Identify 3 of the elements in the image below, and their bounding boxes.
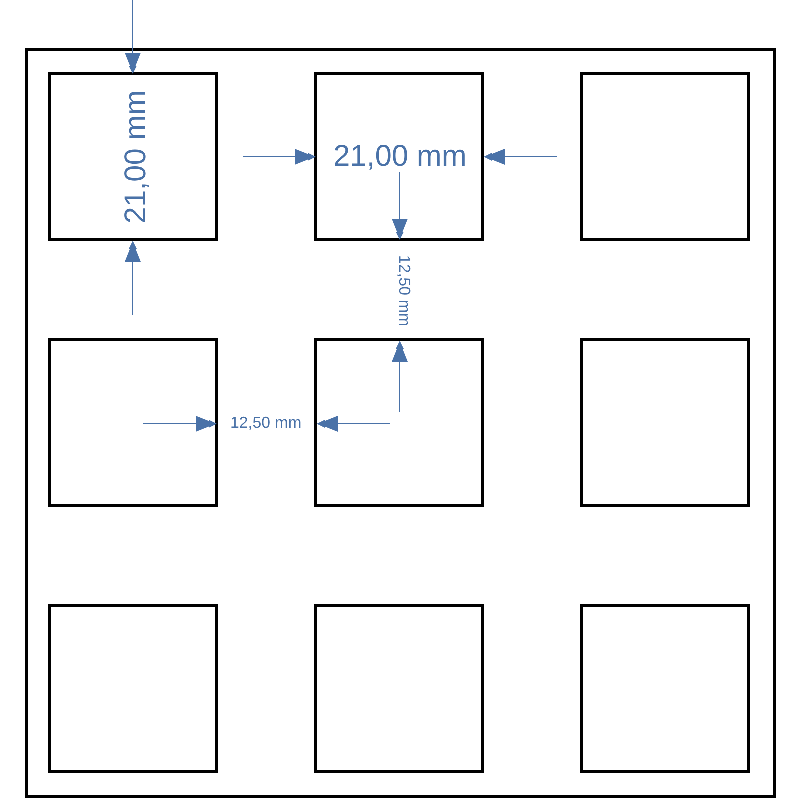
dimension-label: 21,00 mm	[332, 142, 468, 172]
dimension-label: 12,50 mm	[230, 416, 303, 432]
dimension-label: 12,50 mm	[395, 254, 412, 328]
